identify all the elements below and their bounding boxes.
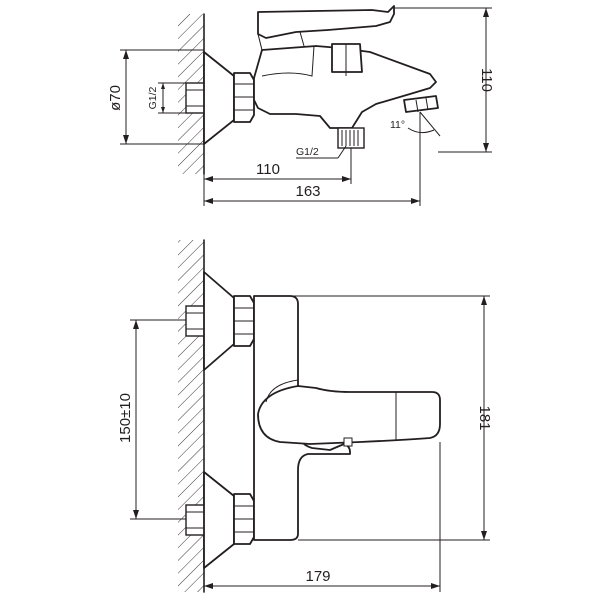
top-mixer-body [253,295,351,541]
top-upper-escutcheon [203,271,235,371]
side-diverter-knob [331,43,363,73]
dim-spout-projection: 110 [256,161,280,178]
dim-overall-depth: 163 [295,183,320,200]
side-wall-pipe [185,82,207,114]
dim-height: 110 [478,68,495,92]
dim-centers: 150±10 [117,393,134,443]
dim-depth: 181 [476,405,493,430]
top-upper-inlet-pipe [185,305,207,337]
top-view: 150±10 181 179 [117,239,493,593]
top-lower-inlet-pipe [185,504,207,536]
top-spout [257,385,441,445]
side-spout-aerator [403,95,439,113]
dim-outlet-thread: G1/2 [296,146,319,158]
dim-inlet-thread: G1/2 [147,86,159,109]
top-lower-escutcheon [203,471,235,569]
dim-width: 179 [305,568,330,585]
side-view: ø70 G1/2 110 G1/2 11° 110 [107,5,495,206]
side-lever-handle [257,5,395,39]
dim-diameter: ø70 [107,85,124,111]
top-wall [178,240,204,592]
dim-angle: 11° [390,119,405,131]
top-spout-notch [343,437,353,447]
side-escutcheon [203,51,235,145]
